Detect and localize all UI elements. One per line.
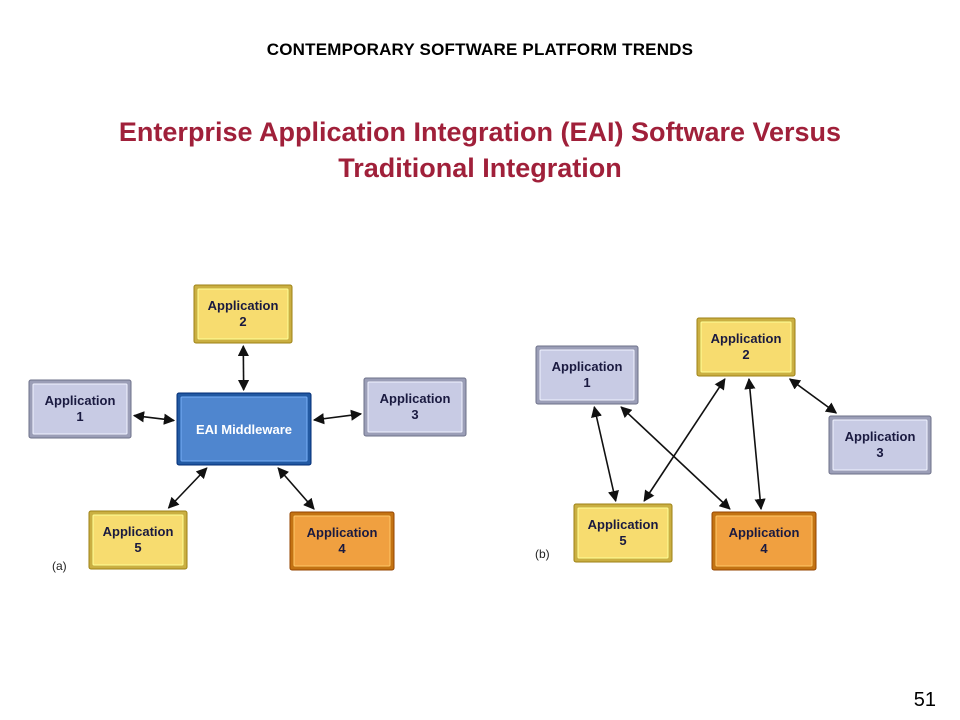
app-label-line1: Application: [380, 391, 451, 406]
slide-title-line-1: Enterprise Application Integration (EAI)…: [118, 117, 842, 147]
app-label-line1: Application: [588, 517, 659, 532]
panel-b-links: [591, 377, 838, 511]
app-label-line2: 1: [583, 375, 590, 390]
app-label-line2: 2: [239, 314, 246, 329]
slide-header: CONTEMPORARY SOFTWARE PLATFORM TRENDS: [266, 40, 694, 59]
link-arrow-app2-app3: [788, 378, 838, 414]
panel-b: Application 1 Application 2 Application …: [535, 317, 932, 571]
app-label-line2: 4: [338, 541, 346, 556]
panel-a-application-5-box: Application 5: [88, 510, 188, 570]
panel-a-links: [132, 344, 363, 510]
app-label-line2: 3: [411, 407, 418, 422]
app-label-line1: Application: [729, 525, 800, 540]
app-label-line2: 5: [619, 533, 626, 548]
app-label-line1: Application: [711, 331, 782, 346]
panel-b-application-1-box: Application 1: [535, 345, 639, 405]
panel-b-application-5-box: Application 5: [573, 503, 673, 563]
app-label-line2: 4: [760, 541, 768, 556]
app-label-line1: Application: [307, 525, 378, 540]
link-arrow-hub-app1: [132, 411, 176, 425]
app-label-line2: 2: [742, 347, 749, 362]
link-arrow-hub-app5: [167, 467, 208, 509]
link-arrow-hub-app3: [312, 409, 363, 425]
app-label-line1: Application: [45, 393, 116, 408]
panel-a: EAI Middleware Application 1 Application…: [28, 284, 467, 573]
slide-number: 51: [913, 689, 936, 711]
app-label-line2: 3: [876, 445, 883, 460]
link-arrow-app1-app5: [591, 405, 619, 503]
link-arrow-app2-app5: [643, 378, 726, 502]
panel-a-application-1-box: Application 1: [28, 379, 132, 439]
panel-a-application-2-box: Application 2: [193, 284, 293, 344]
panel-b-application-2-box: Application 2: [696, 317, 796, 377]
app-label-line2: 5: [134, 540, 141, 555]
panel-a-application-4-box: Application 4: [289, 511, 395, 571]
app-label-line1: Application: [552, 359, 623, 374]
panel-b-application-4-box: Application 4: [711, 511, 817, 571]
slide-title-line-2: Traditional Integration: [338, 153, 622, 183]
panel-a-label: (a): [52, 559, 67, 573]
link-arrow-hub-app4: [277, 467, 315, 510]
panel-a-application-3-box: Application 3: [363, 377, 467, 437]
app-label-line1: Application: [208, 298, 279, 313]
app-label-line2: 1: [76, 409, 83, 424]
app-label-line1: Application: [845, 429, 916, 444]
panel-b-label: (b): [535, 547, 550, 561]
panel-a-eai-middleware-box: EAI Middleware: [176, 392, 312, 466]
link-arrow-app1-app4: [620, 406, 731, 510]
link-arrow-app2-app4: [744, 377, 766, 511]
panel-b-application-3-box: Application 3: [828, 415, 932, 475]
slide-title: Enterprise Application Integration (EAI)…: [0, 114, 960, 186]
app-label-line1: Application: [103, 524, 174, 539]
eai-middleware-label: EAI Middleware: [196, 422, 292, 437]
